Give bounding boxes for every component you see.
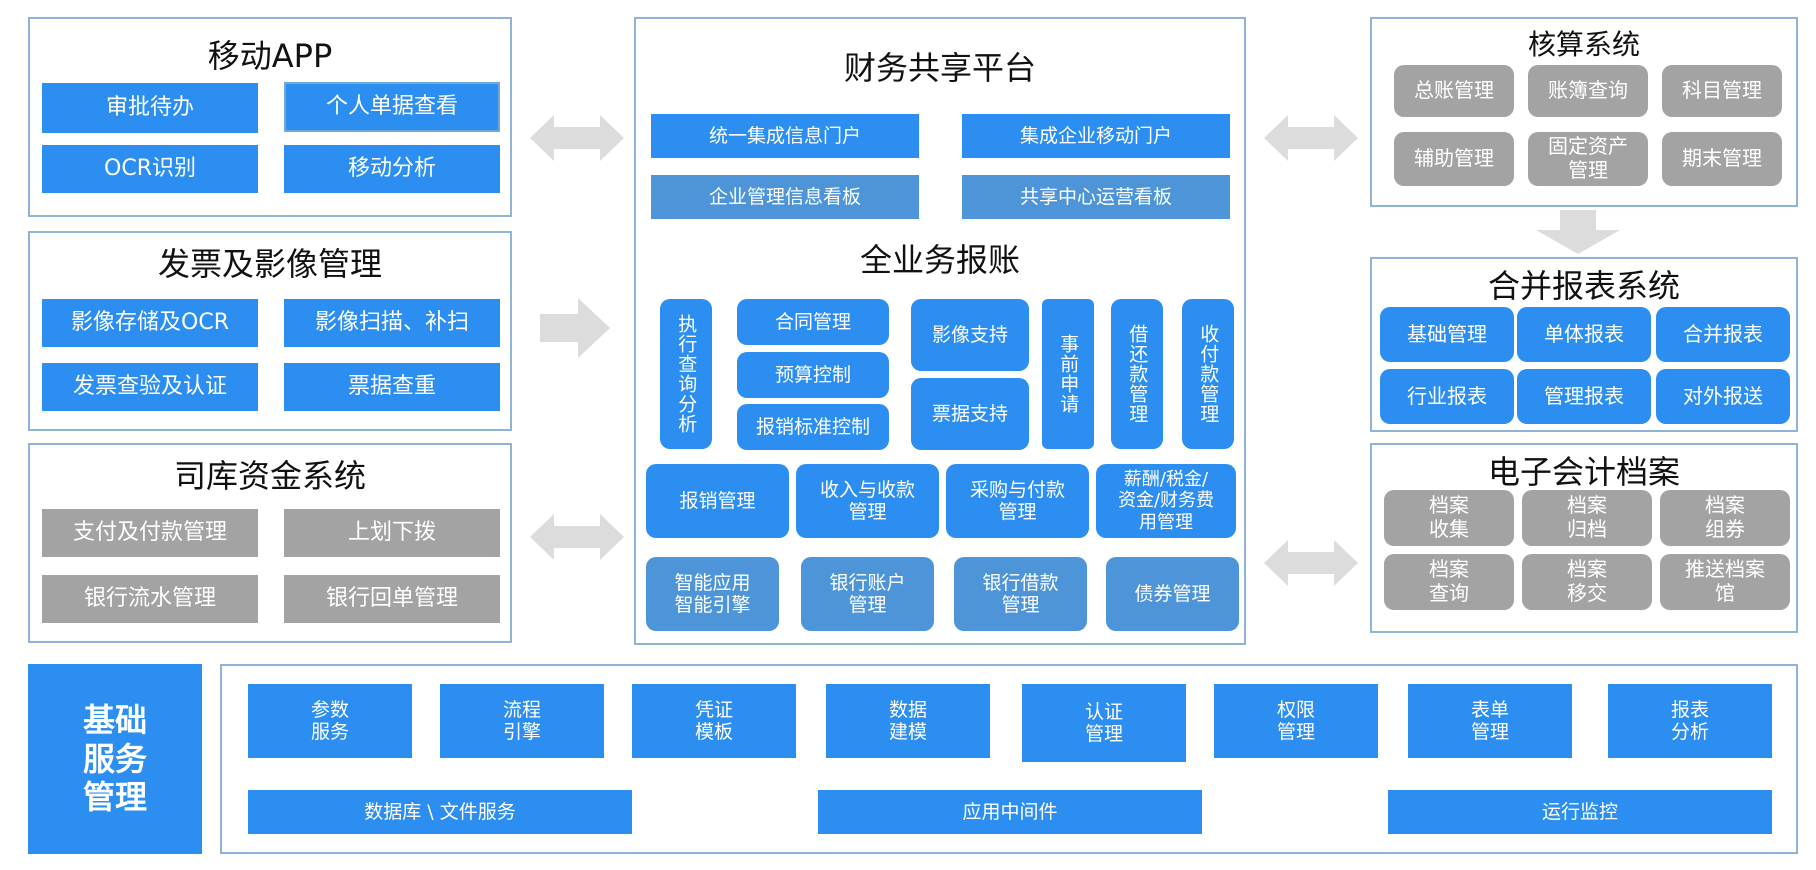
archive-panel: 电子会计档案 档案 收集 档案 归档 档案 组券 档案 查询 档案 移交 推送档… bbox=[1370, 443, 1798, 633]
right-arrow-icon bbox=[540, 298, 610, 358]
platform-item-loan-repay[interactable]: 借还款管理 bbox=[1111, 299, 1163, 449]
base-service-params[interactable]: 参数 服务 bbox=[248, 684, 412, 758]
platform-item-receipt-payment[interactable]: 收付款管理 bbox=[1182, 299, 1234, 449]
accounting-title: 核算系统 bbox=[1527, 28, 1640, 61]
finance-platform-panel: 财务共享平台 统一集成信息门户 集成企业移动门户 企业管理信息看板 共享中心运营… bbox=[634, 17, 1246, 645]
double-arrow-icon bbox=[1264, 540, 1358, 586]
double-arrow-icon bbox=[530, 514, 624, 560]
invoice-item-verification[interactable]: 发票查验及认证 bbox=[42, 363, 258, 411]
accounting-item-period-end[interactable]: 期末管理 bbox=[1662, 132, 1782, 186]
consolidation-item-management[interactable]: 管理报表 bbox=[1517, 369, 1651, 424]
mobile-item-analysis[interactable]: 移动分析 bbox=[284, 145, 500, 193]
treasury-item-bank-statement[interactable]: 银行流水管理 bbox=[42, 575, 258, 623]
treasury-title: 司库资金系统 bbox=[173, 457, 366, 495]
invoice-image-title: 发票及影像管理 bbox=[157, 245, 382, 283]
platform-item-procurement[interactable]: 采购与付款 管理 bbox=[946, 464, 1089, 538]
invoice-item-duplicate-check[interactable]: 票据查重 bbox=[284, 363, 500, 411]
platform-item-bank-account[interactable]: 银行账户 管理 bbox=[801, 557, 934, 631]
invoice-image-panel: 发票及影像管理 影像存储及OCR 影像扫描、补扫 发票查验及认证 票据查重 bbox=[28, 231, 512, 431]
platform-item-bond[interactable]: 债券管理 bbox=[1106, 557, 1239, 631]
platform-item-query-analysis[interactable]: 执行查询分析 bbox=[660, 299, 712, 449]
invoice-item-image-storage[interactable]: 影像存储及OCR bbox=[42, 299, 258, 347]
archive-item-push[interactable]: 推送档案 馆 bbox=[1660, 554, 1790, 610]
consolidation-item-single[interactable]: 单体报表 bbox=[1517, 307, 1651, 362]
platform-item-bank-loan[interactable]: 银行借款 管理 bbox=[954, 557, 1087, 631]
mobile-app-title: 移动APP bbox=[207, 37, 333, 75]
consolidation-item-external[interactable]: 对外报送 bbox=[1656, 369, 1790, 424]
platform-item-mobile-portal[interactable]: 集成企业移动门户 bbox=[962, 114, 1230, 158]
mobile-app-panel: 移动APP 审批待办 个人单据查看 OCR识别 移动分析 bbox=[28, 17, 512, 217]
treasury-item-payment[interactable]: 支付及付款管理 bbox=[42, 509, 258, 557]
base-service-workflow[interactable]: 流程 引擎 bbox=[440, 684, 604, 758]
treasury-panel: 司库资金系统 支付及付款管理 上划下拨 银行流水管理 银行回单管理 bbox=[28, 443, 512, 643]
base-database-file-service[interactable]: 数据库 \ 文件服务 bbox=[248, 790, 632, 834]
archive-item-collect[interactable]: 档案 收集 bbox=[1384, 490, 1514, 546]
down-arrow-icon bbox=[1536, 210, 1620, 254]
double-arrow-icon bbox=[530, 115, 624, 161]
accounting-panel: 核算系统 总账管理 账簿查询 科目管理 辅助管理 固定资产 管理 期末管理 bbox=[1370, 17, 1798, 207]
accounting-item-subjects[interactable]: 科目管理 bbox=[1662, 65, 1782, 117]
platform-item-pre-application[interactable]: 事前申请 bbox=[1042, 299, 1094, 449]
mobile-item-approval[interactable]: 审批待办 bbox=[42, 83, 258, 133]
base-services-panel: 参数 服务 流程 引擎 凭证 模板 数据 建模 认证 管理 权限 管理 表单 管… bbox=[220, 664, 1798, 854]
consolidation-panel: 合并报表系统 基础管理 单体报表 合并报表 行业报表 管理报表 对外报送 bbox=[1370, 257, 1798, 432]
mobile-item-personal-docs[interactable]: 个人单据查看 bbox=[284, 82, 500, 132]
base-services-label: 基础 服务 管理 bbox=[28, 664, 202, 854]
base-service-auth[interactable]: 认证 管理 bbox=[1022, 684, 1186, 762]
base-middleware[interactable]: 应用中间件 bbox=[818, 790, 1202, 834]
accounting-item-ledger[interactable]: 总账管理 bbox=[1394, 65, 1514, 117]
base-service-voucher-template[interactable]: 凭证 模板 bbox=[632, 684, 796, 758]
platform-item-budget[interactable]: 预算控制 bbox=[737, 352, 889, 398]
platform-item-smart-engine[interactable]: 智能应用 智能引擎 bbox=[646, 557, 779, 631]
double-arrow-icon bbox=[1264, 115, 1358, 161]
consolidation-title: 合并报表系统 bbox=[1487, 267, 1680, 305]
archive-item-transfer[interactable]: 档案 移交 bbox=[1522, 554, 1652, 610]
archive-title: 电子会计档案 bbox=[1487, 453, 1680, 491]
base-service-permissions[interactable]: 权限 管理 bbox=[1214, 684, 1378, 758]
platform-item-mgmt-dashboard[interactable]: 企业管理信息看板 bbox=[651, 175, 919, 219]
platform-subtitle: 全业务报账 bbox=[859, 241, 1020, 279]
archive-item-file[interactable]: 档案 归档 bbox=[1522, 490, 1652, 546]
treasury-item-bank-receipt[interactable]: 银行回单管理 bbox=[284, 575, 500, 623]
accounting-item-auxiliary[interactable]: 辅助管理 bbox=[1394, 132, 1514, 186]
invoice-item-image-scan[interactable]: 影像扫描、补扫 bbox=[284, 299, 500, 347]
base-service-data-modeling[interactable]: 数据 建模 bbox=[826, 684, 990, 758]
base-service-report-analysis[interactable]: 报表 分析 bbox=[1608, 684, 1772, 758]
consolidation-item-merged[interactable]: 合并报表 bbox=[1656, 307, 1790, 362]
archive-item-volume[interactable]: 档案 组券 bbox=[1660, 490, 1790, 546]
archive-item-query[interactable]: 档案 查询 bbox=[1384, 554, 1514, 610]
base-monitoring[interactable]: 运行监控 bbox=[1388, 790, 1772, 834]
accounting-item-fixed-assets[interactable]: 固定资产 管理 bbox=[1528, 132, 1648, 186]
platform-item-income[interactable]: 收入与收款 管理 bbox=[796, 464, 939, 538]
platform-item-bill-support[interactable]: 票据支持 bbox=[911, 378, 1029, 450]
platform-item-payroll-tax[interactable]: 薪酬/税金/ 资金/财务费 用管理 bbox=[1096, 464, 1236, 538]
platform-title: 财务共享平台 bbox=[843, 49, 1036, 87]
platform-item-contract[interactable]: 合同管理 bbox=[737, 299, 889, 345]
consolidation-item-basic[interactable]: 基础管理 bbox=[1380, 307, 1514, 362]
base-service-forms[interactable]: 表单 管理 bbox=[1408, 684, 1572, 758]
accounting-item-book-query[interactable]: 账簿查询 bbox=[1528, 65, 1648, 117]
platform-item-reimb-standard[interactable]: 报销标准控制 bbox=[737, 404, 889, 450]
consolidation-item-industry[interactable]: 行业报表 bbox=[1380, 369, 1514, 424]
treasury-item-transfer[interactable]: 上划下拨 bbox=[284, 509, 500, 557]
mobile-item-ocr[interactable]: OCR识别 bbox=[42, 145, 258, 193]
platform-item-ops-dashboard[interactable]: 共享中心运营看板 bbox=[962, 175, 1230, 219]
platform-item-image-support[interactable]: 影像支持 bbox=[911, 299, 1029, 371]
platform-item-reimbursement[interactable]: 报销管理 bbox=[646, 464, 789, 538]
platform-item-info-portal[interactable]: 统一集成信息门户 bbox=[651, 114, 919, 158]
